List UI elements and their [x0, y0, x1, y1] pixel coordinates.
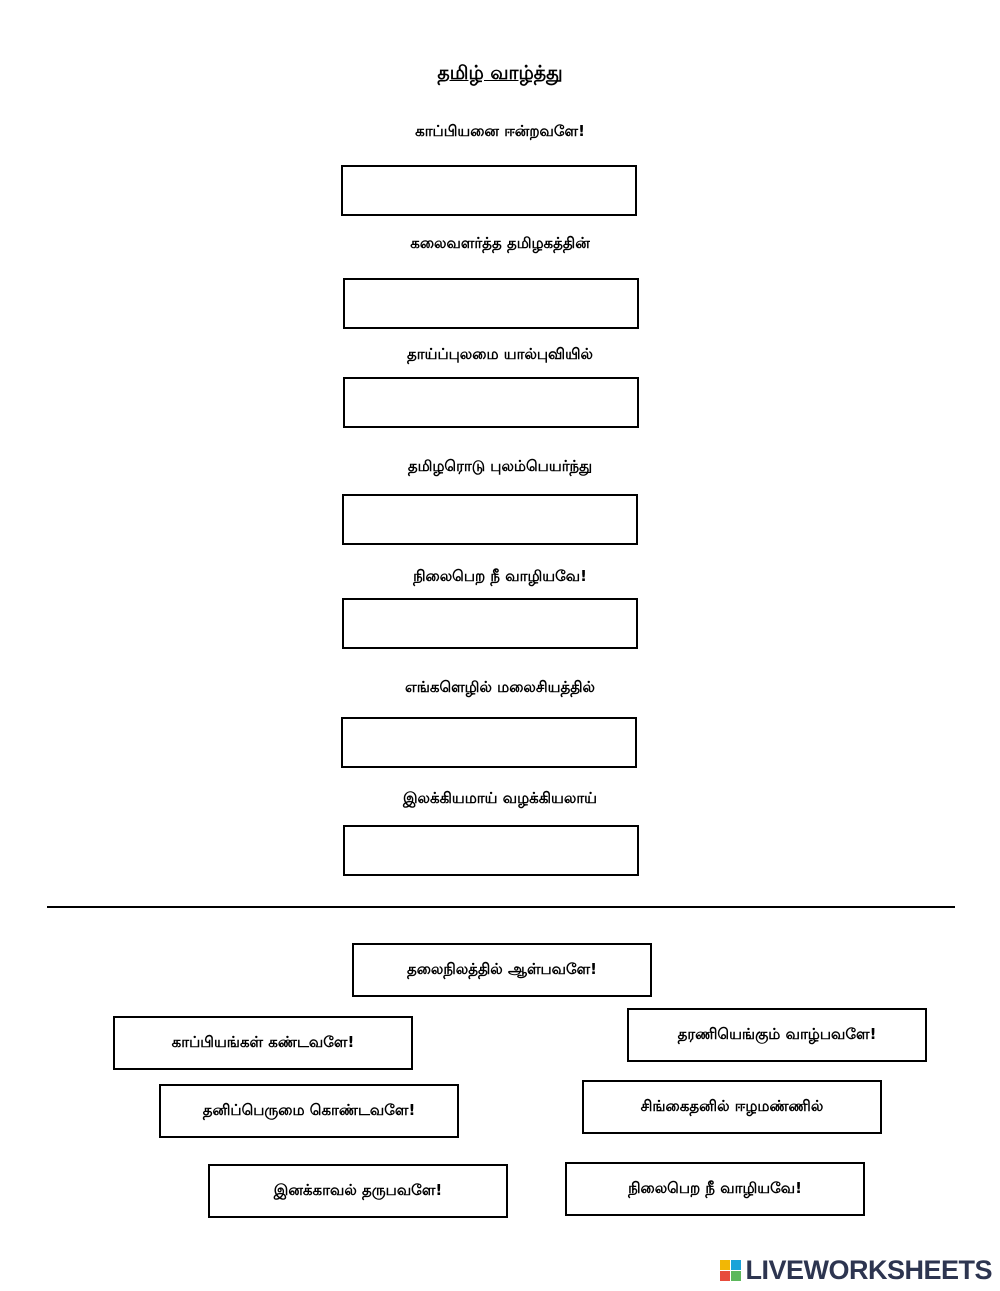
drop-zone-3[interactable]	[343, 377, 639, 428]
drop-zone-6[interactable]	[341, 717, 637, 768]
poem-line-7: இலக்கியமாய் வழக்கியலாய்	[402, 789, 598, 807]
drop-zone-1[interactable]	[341, 165, 637, 216]
poem-line-4: தமிழரொடு புலம்பெயர்ந்து	[407, 457, 593, 475]
poem-line-3: தாய்ப்புலமை யால்புவியில்	[407, 345, 593, 363]
logo-square-i	[731, 1259, 742, 1270]
drop-zone-5[interactable]	[342, 598, 638, 649]
answer-choice-4[interactable]: தனிப்பெருமை கொண்டவளே!	[159, 1084, 459, 1138]
poem-line-6: எங்களெழில் மலைசியத்தில்	[405, 678, 595, 696]
drop-zone-7[interactable]	[343, 825, 639, 876]
liveworksheets-logo-icon	[720, 1259, 742, 1281]
answer-choice-5[interactable]: சிங்கைதனில் ஈழமண்ணில்	[582, 1080, 882, 1134]
worksheet-title: தமிழ் வாழ்த்து	[437, 62, 563, 84]
answer-choice-2[interactable]: காப்பியங்கள் கண்டவளே!	[113, 1016, 413, 1070]
poem-line-2: கலைவளர்த்த தமிழகத்தின்	[410, 234, 590, 252]
poem-line-5: நிலைபெற நீ வாழியவே!	[413, 567, 587, 585]
section-divider	[47, 906, 955, 908]
liveworksheets-logo: LIVEWORKSHEETS	[720, 1255, 992, 1285]
poem-line-1: காப்பியனை ஈன்றவளே!	[415, 122, 585, 140]
drop-zone-2[interactable]	[343, 278, 639, 329]
logo-square-e	[731, 1270, 742, 1281]
answer-choice-7[interactable]: நிலைபெற நீ வாழியவே!	[565, 1162, 865, 1216]
answer-choice-3[interactable]: தரணியெங்கும் வாழ்பவளே!	[627, 1008, 927, 1062]
logo-square-v	[720, 1270, 731, 1281]
logo-square-l	[720, 1259, 731, 1270]
answer-choice-1[interactable]: தலைநிலத்தில் ஆள்பவளே!	[352, 943, 652, 997]
drop-zone-4[interactable]	[342, 494, 638, 545]
answer-choice-6[interactable]: இனக்காவல் தருபவளே!	[208, 1164, 508, 1218]
liveworksheets-logo-text: LIVEWORKSHEETS	[745, 1254, 992, 1285]
